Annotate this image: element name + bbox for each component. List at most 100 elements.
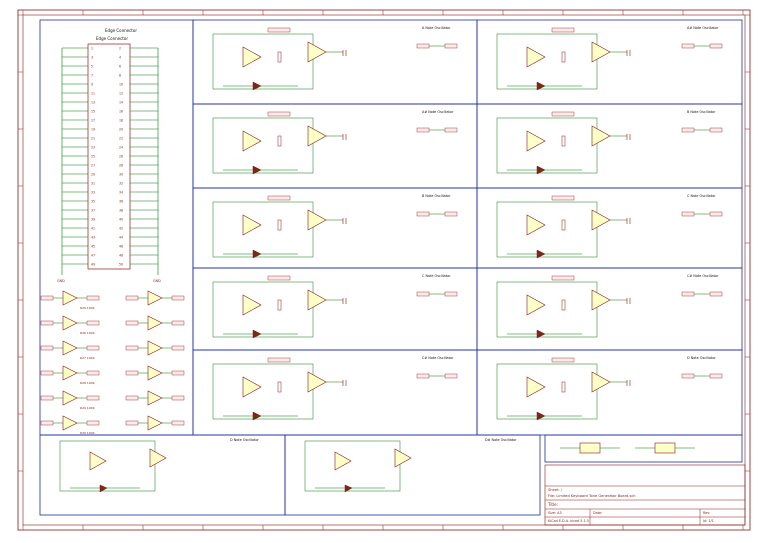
wire-loop	[212, 201, 314, 258]
buffer-label: R28 100K	[80, 381, 96, 385]
connector-pin-left: 1	[91, 47, 93, 51]
wire-loop	[496, 117, 598, 174]
connector-pin-right: 16	[119, 110, 123, 114]
oscillator-title: B Note Oscillator	[422, 194, 451, 198]
opamp-1	[334, 451, 352, 471]
opamp-1	[89, 451, 107, 471]
net-label	[125, 395, 139, 401]
opamp-2	[307, 209, 327, 231]
opamp-1	[526, 294, 546, 316]
opamp-1	[242, 214, 262, 236]
oscillator-title: A Note Oscillator	[422, 26, 451, 30]
opamp-1	[242, 294, 262, 316]
net-label	[681, 127, 695, 133]
net-label	[171, 320, 185, 326]
connector-pin-left: 41	[91, 227, 95, 231]
buffer-opamp	[147, 315, 163, 331]
connector-pin-left: 11	[91, 92, 95, 96]
connector-pin-right: 22	[119, 137, 123, 141]
oscillator-title: B Note Oscillator	[687, 110, 716, 114]
net-label	[681, 373, 695, 379]
buffer-label: R27 100K	[80, 356, 96, 360]
net-label	[444, 291, 458, 297]
oscillator-title: C# Note Oscillator	[687, 274, 719, 278]
sheet-border-outer	[17, 9, 751, 531]
diode	[99, 484, 108, 493]
sheet-border-inner	[22, 14, 746, 526]
net-label	[416, 373, 430, 379]
net-label	[40, 320, 54, 326]
net-label	[86, 420, 100, 426]
border-ticks	[18, 10, 750, 530]
opamp-2	[591, 125, 611, 147]
connector-pin-right: 6	[119, 65, 121, 69]
connector-pin-right: 2	[119, 47, 121, 51]
opamp-1	[526, 214, 546, 236]
connector-pin-left: 15	[91, 110, 95, 114]
opamp-1	[242, 130, 262, 152]
net-label	[40, 420, 54, 426]
opamp-2	[307, 289, 327, 311]
net-label	[444, 127, 458, 133]
net-label	[125, 345, 139, 351]
net-label	[709, 43, 723, 49]
net-label	[681, 43, 695, 49]
connector-pin-right: 50	[119, 263, 123, 267]
wire-loop	[304, 440, 401, 492]
net-label	[551, 195, 575, 201]
connector-pin-right: 38	[119, 209, 123, 213]
net-label	[416, 127, 430, 133]
connector-pin-right: 32	[119, 182, 123, 186]
buffer-opamp	[147, 290, 163, 306]
oscillator-panel	[192, 103, 478, 189]
net-label	[709, 127, 723, 133]
oscillator-panel	[192, 187, 478, 269]
connector-pin-right: 14	[119, 101, 123, 105]
diode	[344, 484, 353, 493]
connector-pin-left: 23	[91, 146, 95, 150]
buffer-opamp	[62, 390, 78, 406]
oscillator-title: D Note Oscillator	[687, 356, 716, 360]
oscillator-title: D Note Oscillator	[230, 438, 259, 442]
net-label	[416, 43, 430, 49]
net-label	[171, 370, 185, 376]
title-kicad: KiCad E.D.A. kicad 5.1.5	[548, 519, 589, 523]
gnd-label-right: GND	[153, 279, 161, 283]
net-label	[125, 420, 139, 426]
wire-loop	[496, 281, 598, 338]
net-label	[681, 211, 695, 217]
opamp-2	[591, 371, 611, 393]
net-label	[551, 111, 575, 117]
net-label	[267, 275, 291, 281]
net-label	[40, 295, 54, 301]
oscillator-panel	[476, 349, 743, 436]
opamp-1	[242, 376, 262, 398]
buffer-opamp	[62, 290, 78, 306]
wire-loop	[212, 33, 314, 90]
connector-pin-left: 49	[91, 263, 95, 267]
potentiometer	[277, 219, 282, 231]
net-label	[86, 395, 100, 401]
potentiometer	[561, 51, 566, 63]
buffer-label: R30 100K	[80, 431, 96, 435]
connector-pin-right: 30	[119, 173, 123, 177]
connector-pin-left: 19	[91, 128, 95, 132]
connector-pin-left: 45	[91, 245, 95, 249]
connector-pin-right: 48	[119, 254, 123, 258]
connector-pin-left: 21	[91, 137, 95, 141]
title-block: Sheet: / File: Limited Keyboard Tone Gen…	[544, 464, 746, 526]
connector-subtitle: Edge Connector	[96, 36, 128, 41]
connector-pin-left: 29	[91, 173, 95, 177]
net-label	[171, 295, 185, 301]
potentiometer	[561, 381, 566, 393]
connector-pin-right: 4	[119, 56, 121, 60]
oscillator-title: C# Note Oscillator	[422, 356, 454, 360]
connector-pin-right: 18	[119, 119, 123, 123]
connector-pin-left: 3	[91, 56, 93, 60]
potentiometer	[561, 299, 566, 311]
net-label	[125, 370, 139, 376]
wire-loop	[212, 281, 314, 338]
connector-pin-left: 33	[91, 191, 95, 195]
connector-pin-right: 46	[119, 245, 123, 249]
